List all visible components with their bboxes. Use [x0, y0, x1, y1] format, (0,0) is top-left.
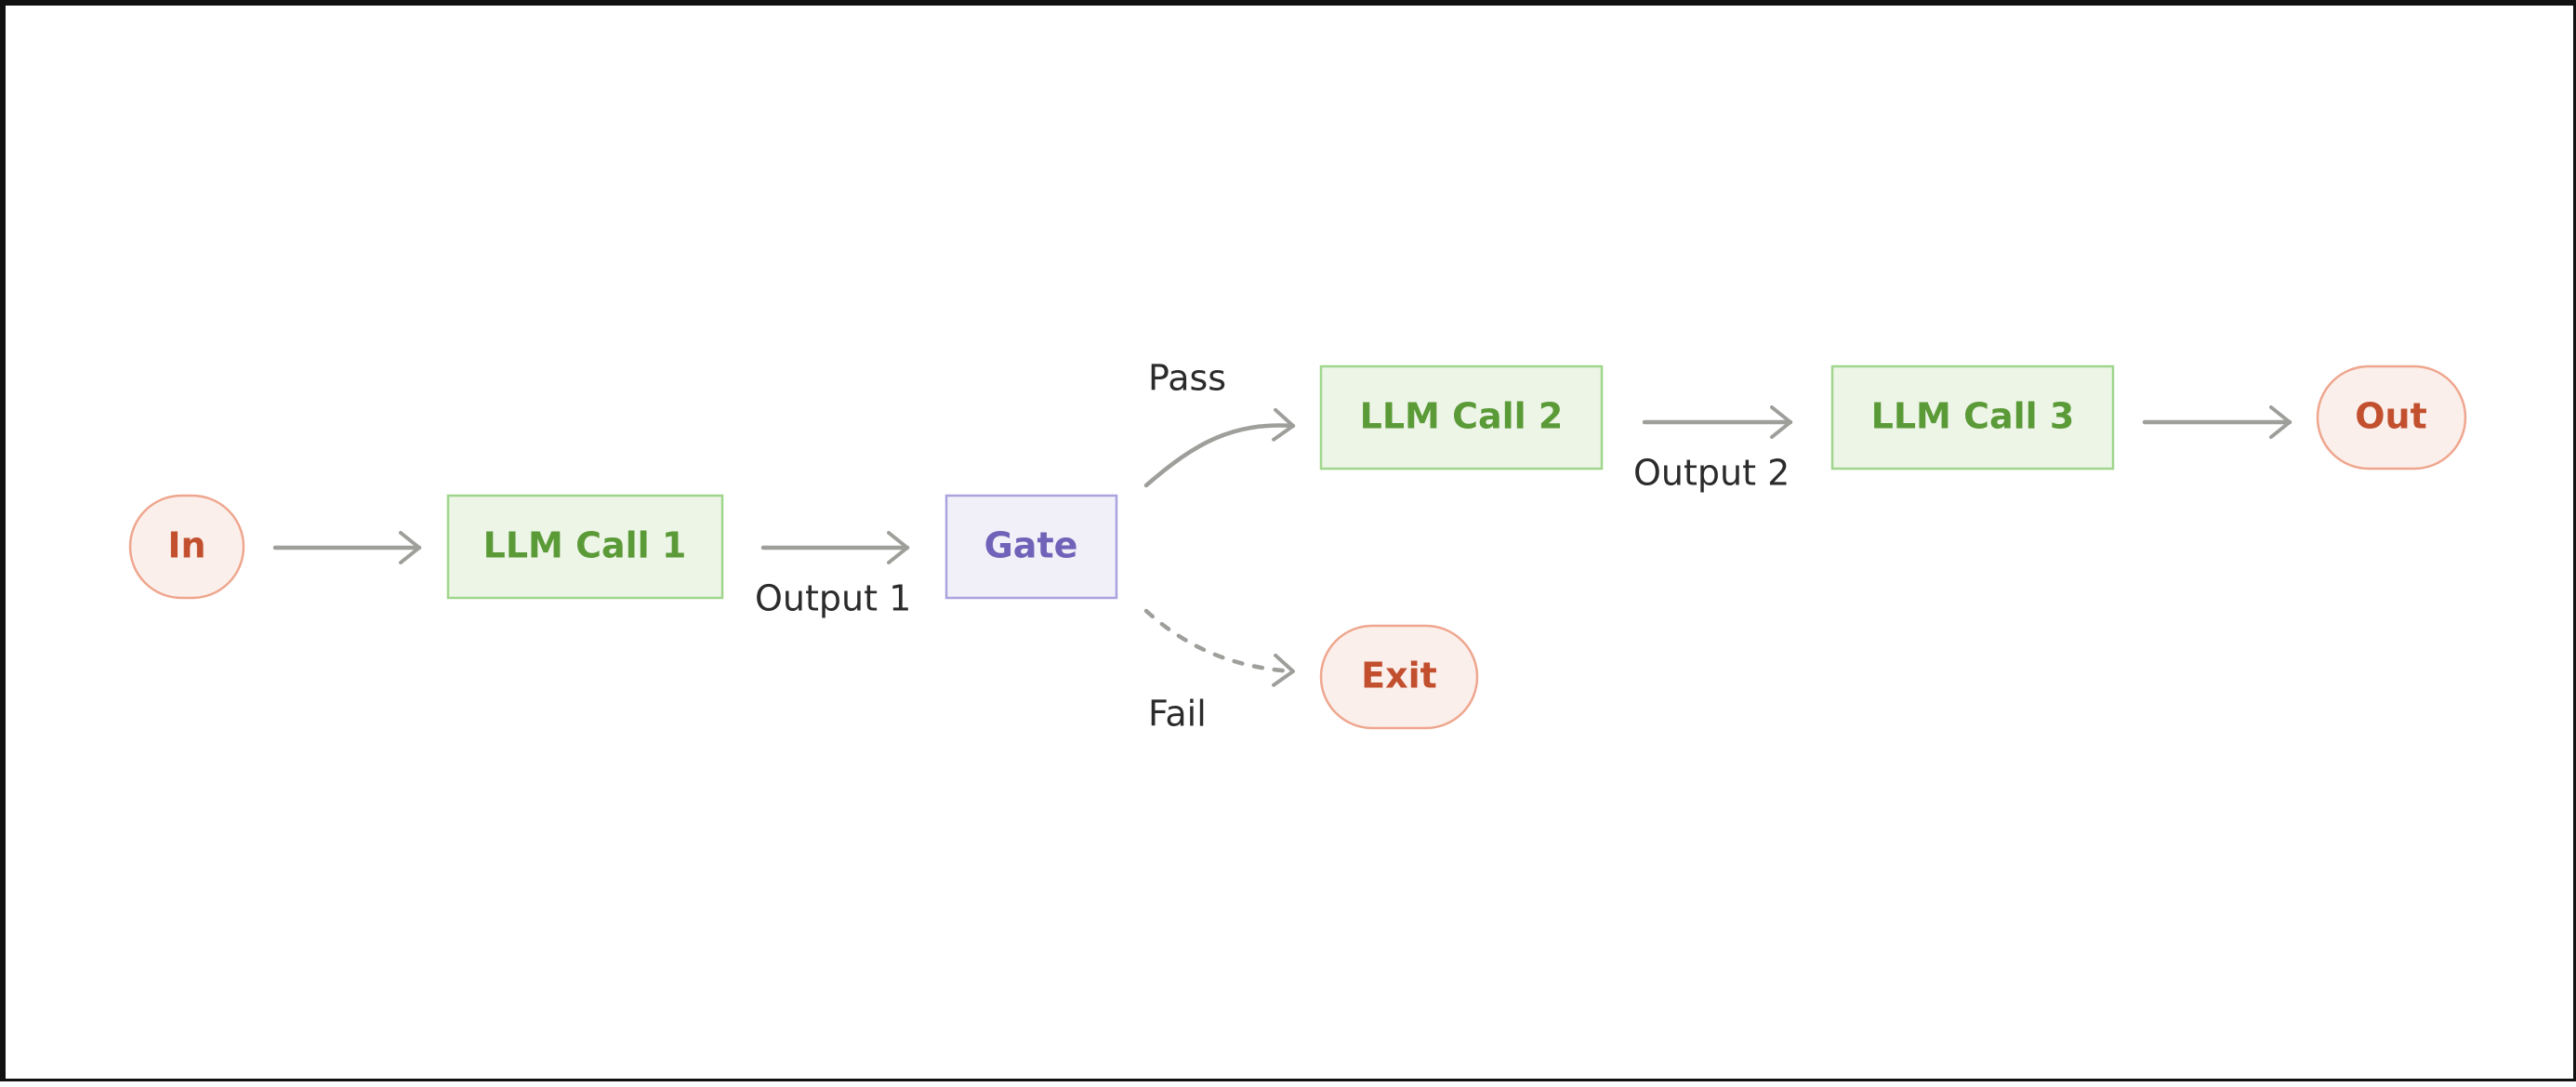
node-llm-call-3-label: LLM Call 3	[1871, 396, 2075, 437]
node-exit-label: Exit	[1361, 656, 1437, 696]
node-in: In	[128, 494, 245, 600]
edge-label-fail: Fail	[1148, 694, 1207, 735]
edge-gate-pass	[1143, 407, 1296, 488]
edge-gate-fail	[1143, 608, 1296, 687]
node-in-label: In	[167, 525, 205, 566]
edge-label-output-1: Output 1	[755, 578, 911, 619]
node-exit: Exit	[1319, 624, 1479, 730]
node-gate-label: Gate	[984, 525, 1078, 566]
node-gate: Gate	[945, 494, 1118, 600]
node-out-label: Out	[2355, 396, 2427, 437]
node-out: Out	[2316, 365, 2467, 471]
flow-diagram: In LLM Call 1 Gate LLM Call 2 LLM Call 3…	[128, 358, 2467, 735]
edge-label-output-2: Output 2	[1633, 453, 1790, 494]
node-llm-call-1: LLM Call 1	[446, 494, 724, 600]
node-llm-call-1-label: LLM Call 1	[483, 525, 687, 566]
node-llm-call-2: LLM Call 2	[1319, 365, 1604, 471]
node-llm-call-3: LLM Call 3	[1830, 365, 2115, 471]
edge-label-pass: Pass	[1148, 358, 1226, 399]
node-llm-call-2-label: LLM Call 2	[1360, 396, 1564, 437]
